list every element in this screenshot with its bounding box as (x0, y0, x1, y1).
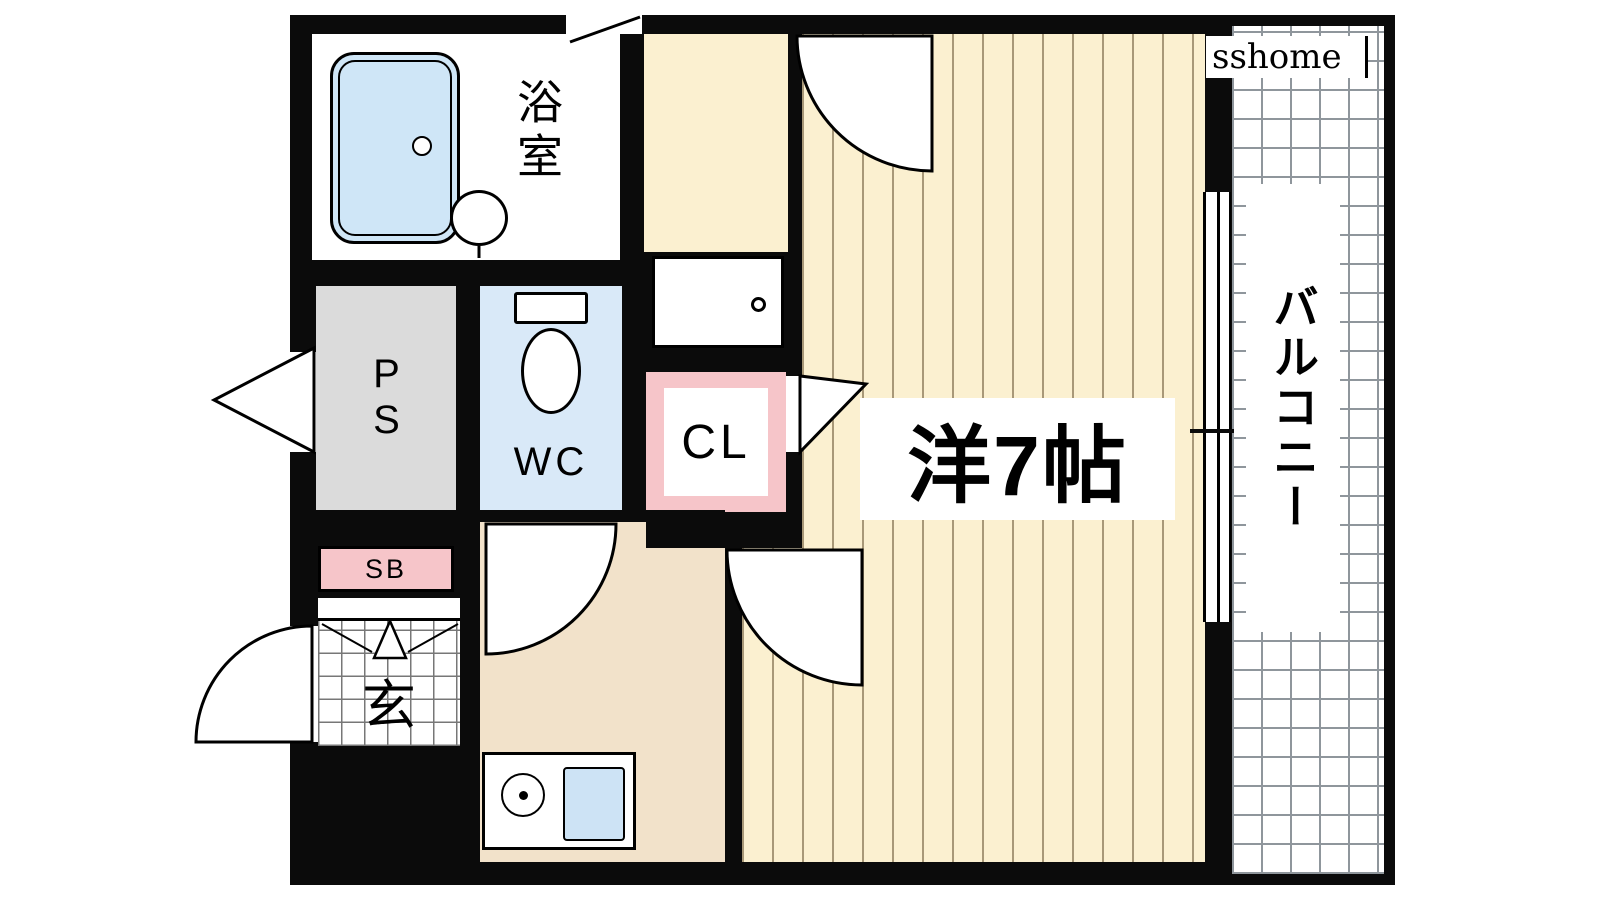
entrance-label-text: 玄 (362, 676, 416, 736)
entrance-label: 玄 (318, 661, 460, 740)
wc-label-text: WC (513, 440, 589, 484)
closet: CL (646, 372, 786, 512)
window (1203, 192, 1231, 622)
appliance-space (652, 256, 784, 348)
opening-closet-door (786, 376, 802, 452)
toilet-bowl-icon (521, 328, 581, 414)
stove-burner-dot-icon (519, 791, 528, 800)
main-room-annex (742, 548, 802, 862)
wall-below-closet (646, 510, 725, 548)
window-divider (1217, 192, 1220, 622)
watermark: sshome (1206, 36, 1368, 78)
closet-label: CL (681, 415, 751, 469)
closet-inner (664, 388, 768, 496)
bathroom-label-text: 浴室 (511, 78, 563, 186)
balcony-label: バルコニー (1267, 283, 1319, 533)
toilet-tank-icon (514, 292, 588, 324)
ps-room: PS (316, 286, 456, 510)
opening-top-wall (566, 15, 642, 34)
corridor (644, 34, 788, 252)
kitchen-counter (482, 752, 636, 850)
kitchen-sink-icon (563, 767, 625, 841)
bathtub-inner-line (338, 60, 452, 236)
door-knob-icon (751, 297, 766, 312)
ps-label: PS (364, 352, 409, 444)
bathroom-label: 浴室 (505, 78, 569, 242)
opening-entrance-door (290, 626, 318, 742)
opening-ps-door (290, 352, 316, 452)
entrance: 玄 (318, 598, 460, 746)
balcony-label-strip: バルコニー (1246, 184, 1340, 632)
bathtub-drain-icon (412, 136, 432, 156)
shoe-box: SB (318, 546, 454, 592)
shoe-box-label: SB (364, 553, 408, 584)
bathtub (330, 52, 460, 244)
main-room-label-box: 洋7帖 (860, 398, 1175, 520)
watermark-text: sshome (1212, 37, 1342, 77)
wc-label: WC (480, 440, 622, 492)
washbasin-icon (450, 190, 508, 246)
window-latch-tick (1190, 429, 1234, 433)
main-room-label: 洋7帖 (907, 418, 1128, 513)
